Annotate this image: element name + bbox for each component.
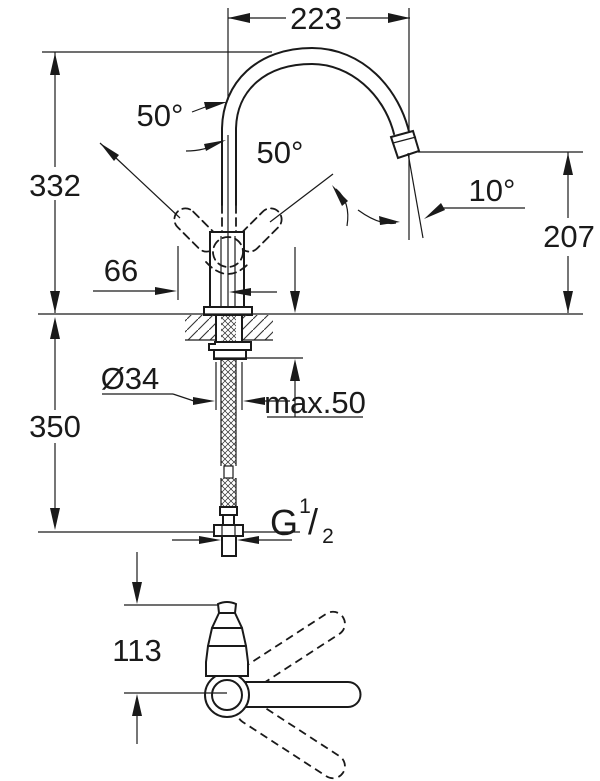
dim-swivel-left-label: 50°: [137, 98, 184, 133]
dim-arrow: [228, 13, 250, 23]
spout-nozzle: [389, 129, 421, 160]
dim-handle-clearance-label: 66: [104, 253, 138, 288]
spout-inner-curve: [235, 62, 395, 135]
dim-outlet-tilt: 10°: [424, 173, 525, 219]
dim-top-view-depth: 113: [112, 552, 227, 744]
dim-deck-thickness: max.50: [213, 247, 366, 420]
hose-end-collar: [222, 514, 235, 526]
spout-tube-fill: [222, 48, 410, 136]
faucet-side-view: [173, 46, 424, 316]
top-view-handle-solid: [243, 681, 362, 708]
mounting-nut: [213, 349, 247, 360]
dim-swivel-angle-left: 50°: [99, 98, 227, 219]
dim-hose-length: 350: [29, 317, 81, 530]
dim-arrow: [199, 536, 221, 544]
leader-arrow: [424, 203, 445, 219]
dim-total-height: 332: [29, 51, 272, 313]
thread-slash-label: /: [308, 501, 318, 542]
faucet-top-view: [204, 601, 362, 780]
dim-handle-angle-label: 50°: [257, 135, 304, 170]
counter-section: [38, 313, 583, 341]
dim-arrow: [243, 397, 265, 405]
dim-arrow: [563, 291, 573, 313]
dim-arrow: [50, 291, 60, 313]
dim-outlet-height: 207: [418, 151, 595, 313]
top-view-handle-dashed-down: [236, 698, 346, 780]
connection-tube: [221, 535, 237, 557]
dim-spout-reach-label: 223: [290, 1, 342, 36]
dim-hose-length-label: 350: [29, 409, 81, 444]
thread-nut: [213, 524, 244, 537]
handle-angle-line-right: [269, 173, 334, 223]
riser-pipe-fill: [222, 130, 236, 232]
mounting-hardware: [208, 314, 252, 557]
dim-arrow: [229, 288, 251, 296]
dim-arrow: [193, 397, 215, 405]
thread-denominator-label: 2: [322, 525, 334, 548]
counter-hatch-right: [242, 315, 273, 340]
hose-end-fitting: [219, 506, 238, 516]
hose-braid-upper: [221, 316, 236, 466]
counter-hatch-left: [185, 315, 216, 340]
dim-spout-reach: 223: [227, 1, 410, 100]
dim-deck-thickness-label: max.50: [264, 385, 366, 420]
dimension-annotations: 223 332 50° 50°: [29, 1, 595, 744]
dim-outlet-tilt-label: 10°: [469, 173, 516, 208]
dim-arrow: [50, 317, 60, 339]
dim-top-view-depth-label: 113: [112, 633, 161, 668]
dim-arrow: [237, 536, 259, 544]
top-view-spout-body: [205, 601, 249, 677]
nozzle-cap-line: [392, 136, 417, 144]
leader-arrow: [100, 143, 119, 161]
dim-handle-angle: 50°: [257, 135, 400, 227]
leader-arrow: [204, 102, 227, 110]
leader-arrow: [204, 140, 226, 151]
hose-break-segment: [223, 465, 234, 479]
axis-lines: [38, 8, 410, 533]
dim-outlet-height-label: 207: [543, 219, 595, 254]
dim-arrow: [155, 287, 177, 295]
swing-arrow: [379, 216, 400, 225]
dim-body-diameter: Ø34: [101, 361, 290, 410]
thread-numerator-label: 1: [299, 495, 311, 518]
dim-total-height-label: 332: [29, 168, 81, 203]
dim-arrow: [132, 582, 142, 604]
dim-arrow: [563, 153, 573, 175]
top-view-swivel-inner-circle: [211, 679, 243, 711]
top-view-handle-dashed-up: [236, 610, 346, 692]
dim-arrow: [50, 53, 60, 75]
dim-handle-clearance: 66: [93, 246, 277, 300]
dim-arrow: [50, 508, 60, 530]
thread-letter-label: G: [270, 502, 298, 543]
spout-outer-curve: [221, 46, 411, 137]
dim-thread-size: G 1 / 2: [172, 495, 334, 548]
swing-arrow: [332, 185, 348, 206]
outlet-tilt-line: [407, 152, 424, 239]
dim-body-diameter-label: Ø34: [101, 361, 160, 396]
hose-braid-lower: [221, 478, 236, 507]
dim-arrow: [132, 694, 142, 716]
dim-arrow: [290, 291, 300, 313]
horseshoe-washer: [208, 341, 252, 351]
dim-arrow: [388, 13, 410, 23]
dim-arrow: [290, 359, 300, 381]
